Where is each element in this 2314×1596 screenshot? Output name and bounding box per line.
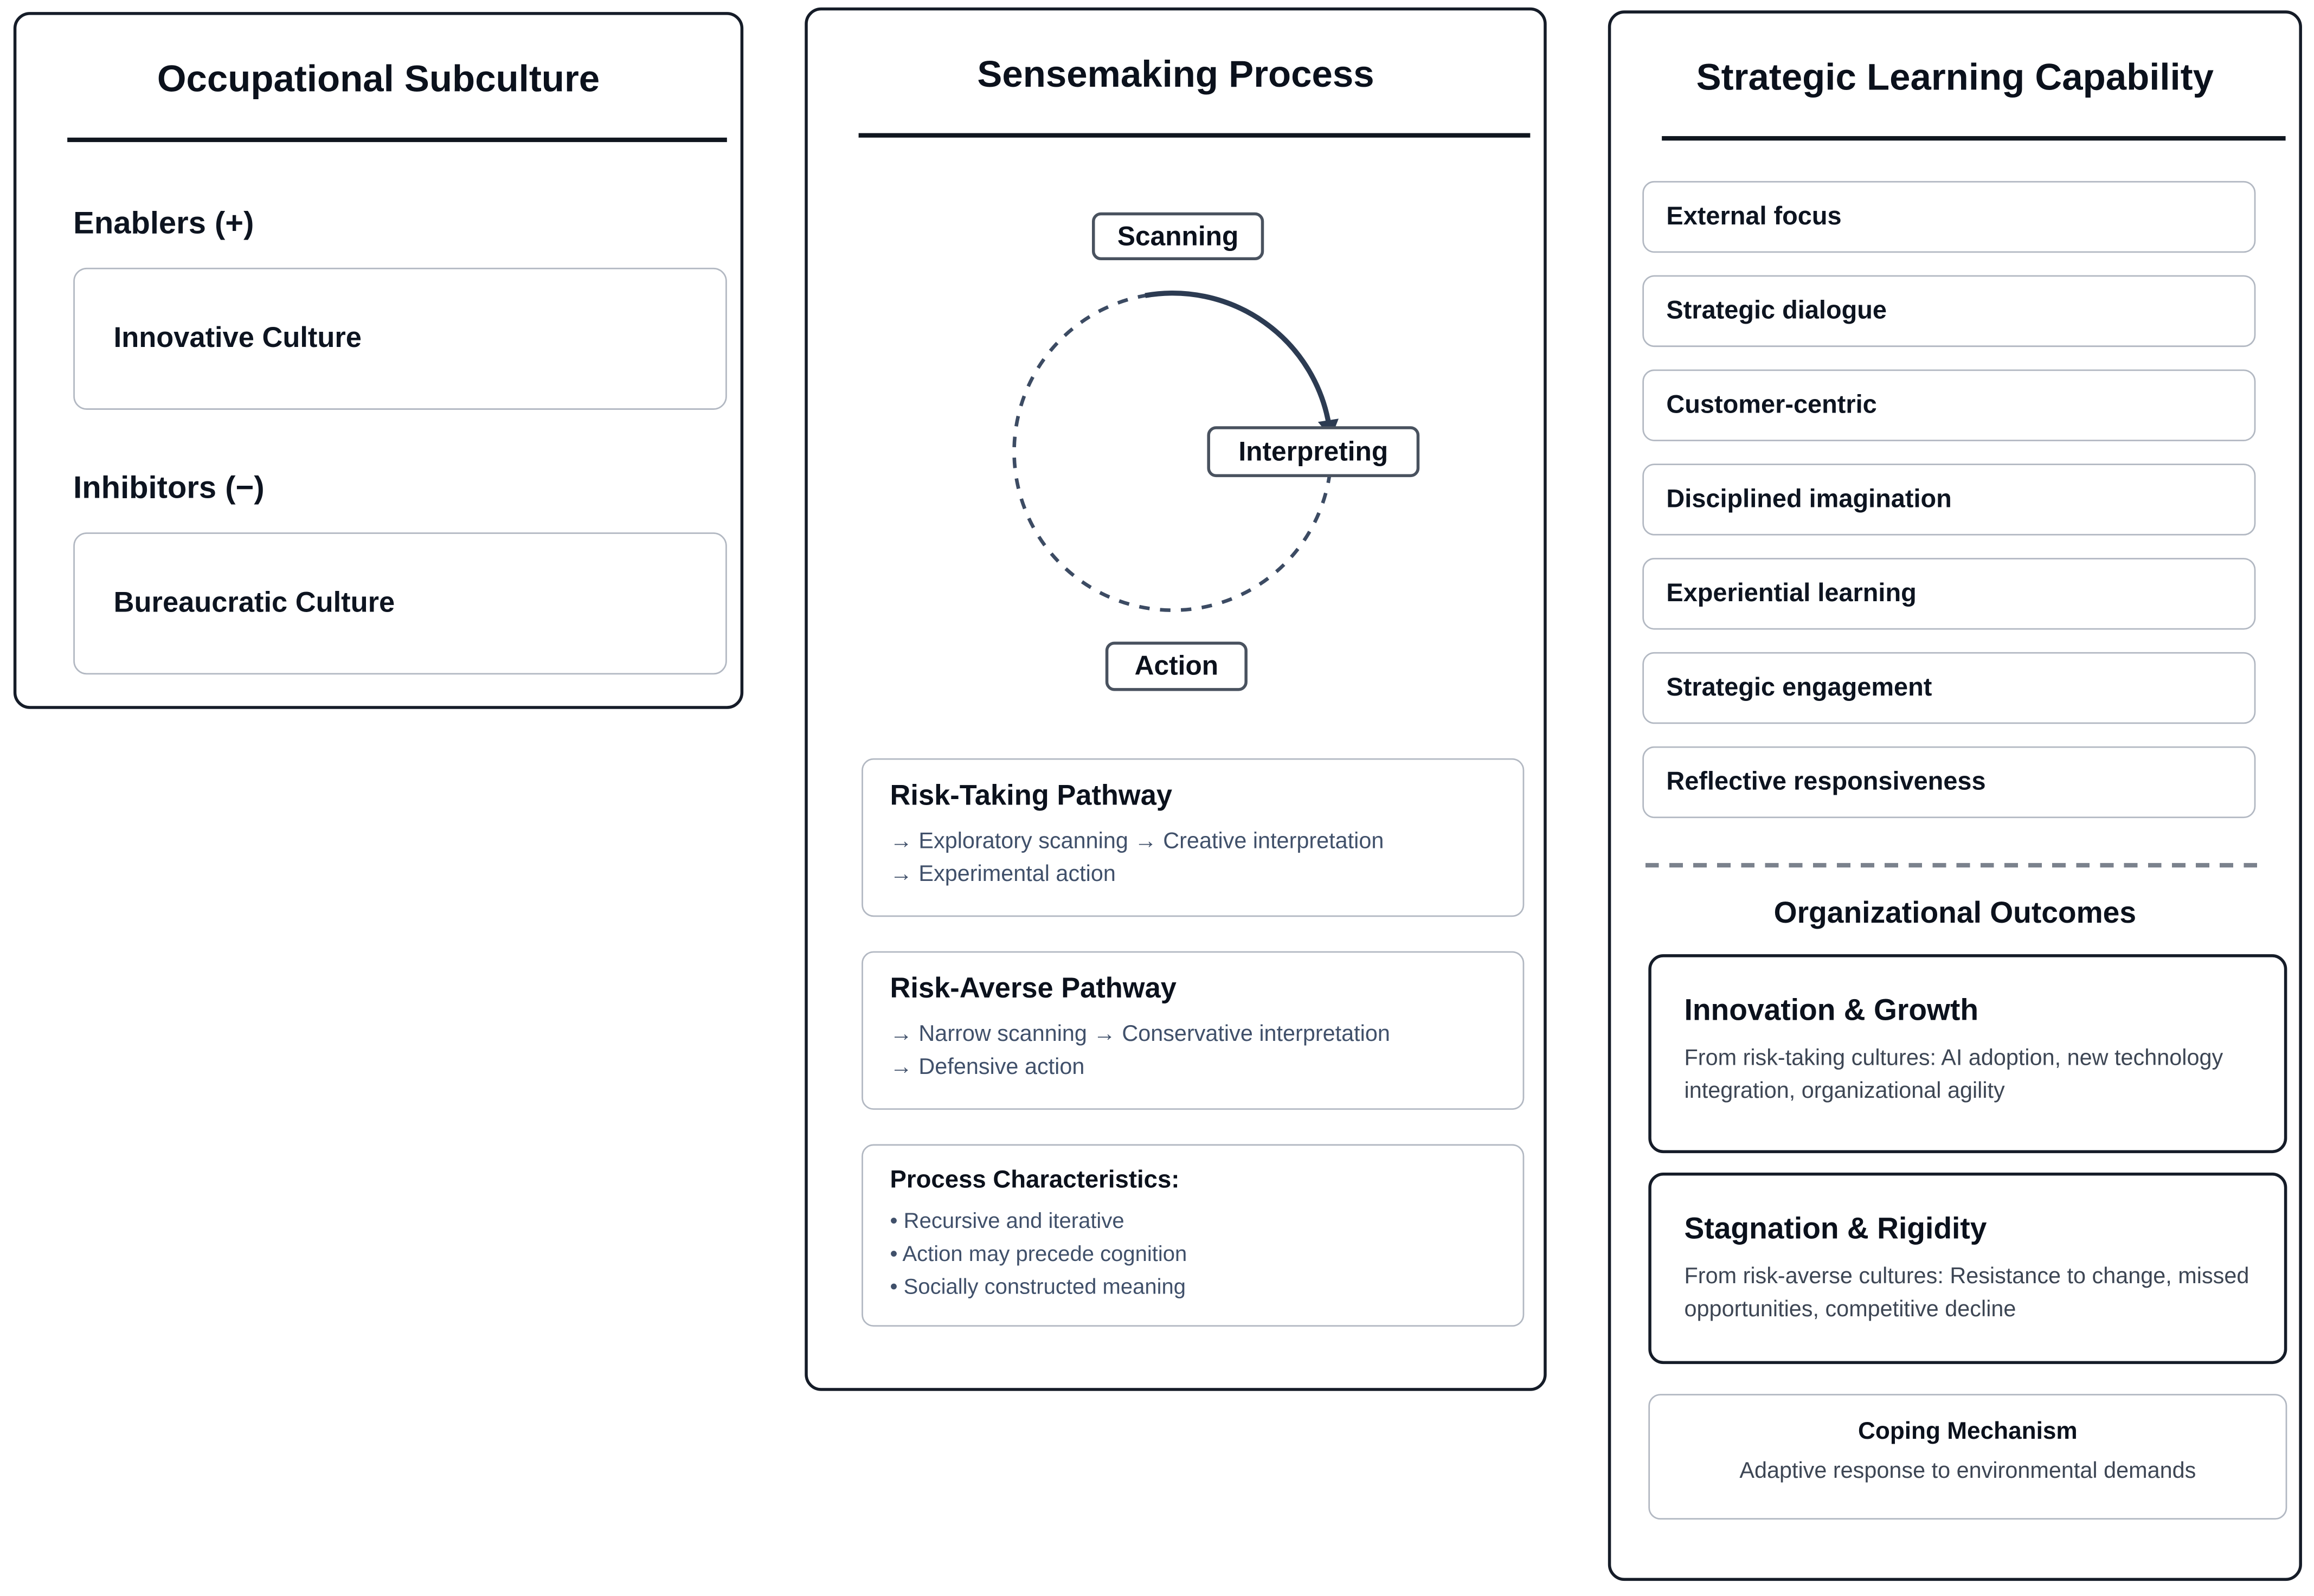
capability-box-reflective-responsiveness: Reflective responsiveness xyxy=(1642,746,2256,819)
pathways-section: Risk-Taking Pathway → Exploratory scanni… xyxy=(862,758,1525,1327)
risk-averse-pathway-line1: → Narrow scanning → Conservative interpr… xyxy=(890,1021,1390,1047)
scanning-node: Scanning xyxy=(1091,212,1264,261)
action-node-label: Action xyxy=(1134,651,1219,681)
panel-title-strategic-learning-capability: Strategic Learning Capability xyxy=(1696,56,2214,99)
organizational-outcomes-heading: Organizational Outcomes xyxy=(1773,897,2137,931)
title-underline xyxy=(1662,136,2286,141)
innovation-growth-box: Innovation & Growth From risk-taking cul… xyxy=(1648,954,2287,1154)
strategic-learning-capability-panel: Strategic Learning Capability External f… xyxy=(1608,10,2302,1581)
list-item: Socially constructed meaning xyxy=(890,1271,1496,1304)
capability-label: External focus xyxy=(1666,202,1842,230)
capability-box-experiential-learning: Experiential learning xyxy=(1642,558,2256,630)
capability-box-customer-centric: Customer-centric xyxy=(1642,369,2256,441)
risk-averse-pathway-line2: → Defensive action xyxy=(890,1054,1085,1080)
enablers-heading: Enablers (+) xyxy=(73,206,254,241)
coping-mechanism-heading: Coping Mechanism xyxy=(1857,1419,2078,1445)
coping-mechanism-body: Adaptive response to environmental deman… xyxy=(1739,1458,2196,1484)
title-underline xyxy=(67,137,727,143)
list-item: Action may precede cognition xyxy=(890,1238,1496,1271)
capability-label: Experiential learning xyxy=(1666,578,1917,608)
risk-taking-pathway-heading: Risk-Taking Pathway xyxy=(890,781,1173,813)
process-characteristics-box: Process Characteristics: Recursive and i… xyxy=(862,1144,1525,1327)
dashed-divider xyxy=(1645,863,2259,868)
list-item: Recursive and iterative xyxy=(890,1206,1496,1239)
sensemaking-process-panel: Sensemaking Process Scanning Interpretin… xyxy=(805,7,1547,1391)
outcomes-section: Innovation & Growth From risk-taking cul… xyxy=(1648,954,2287,1520)
capability-box-strategic-engagement: Strategic engagement xyxy=(1642,652,2256,724)
risk-averse-pathway-box: Risk-Averse Pathway → Narrow scanning → … xyxy=(862,951,1525,1110)
stagnation-rigidity-box: Stagnation & Rigidity From risk-averse c… xyxy=(1648,1172,2287,1365)
capability-label: Disciplined imagination xyxy=(1666,484,1952,513)
capability-label: Strategic dialogue xyxy=(1666,296,1887,325)
occupational-subculture-panel: Occupational Subculture Enablers (+) Inn… xyxy=(13,12,744,709)
sensemaking-cycle-diagram: Scanning Interpreting Action xyxy=(808,212,1550,706)
panel-title-sensemaking-process: Sensemaking Process xyxy=(977,54,1374,96)
capability-label: Strategic engagement xyxy=(1666,673,1932,702)
stagnation-rigidity-body: From risk-averse cultures: Resistance to… xyxy=(1684,1264,2249,1322)
scanning-node-label: Scanning xyxy=(1117,220,1239,251)
enabler-box: Innovative Culture xyxy=(73,267,727,410)
capability-box-strategic-dialogue: Strategic dialogue xyxy=(1642,275,2256,347)
capability-label: Reflective responsiveness xyxy=(1666,767,1986,796)
interpreting-node: Interpreting xyxy=(1207,426,1420,478)
risk-taking-pathway-line2: → Experimental action xyxy=(890,861,1116,887)
capability-label: Customer-centric xyxy=(1666,390,1877,419)
inhibitor-box: Bureaucratic Culture xyxy=(73,532,727,675)
stagnation-rigidity-heading: Stagnation & Rigidity xyxy=(1684,1213,1987,1246)
risk-averse-pathway-heading: Risk-Averse Pathway xyxy=(890,974,1177,1005)
innovation-growth-heading: Innovation & Growth xyxy=(1684,994,1979,1028)
interpreting-node-label: Interpreting xyxy=(1238,436,1389,466)
coping-mechanism-box: Coping Mechanism Adaptive response to en… xyxy=(1648,1394,2287,1520)
capabilities-list: External focus Strategic dialogue Custom… xyxy=(1642,181,2256,819)
risk-taking-pathway-box: Risk-Taking Pathway → Exploratory scanni… xyxy=(862,758,1525,917)
risk-taking-pathway-line1: → Exploratory scanning → Creative interp… xyxy=(890,828,1384,854)
action-node: Action xyxy=(1105,641,1248,691)
process-characteristics-heading: Process Characteristics: xyxy=(890,1166,1180,1194)
process-characteristics-list: Recursive and iterative Action may prece… xyxy=(890,1206,1496,1304)
panel-title-occupational-subculture: Occupational Subculture xyxy=(157,58,600,100)
capability-box-disciplined-imagination: Disciplined imagination xyxy=(1642,464,2256,536)
scanning-to-interpreting-arrow xyxy=(1145,291,1332,427)
inhibitors-heading: Inhibitors (−) xyxy=(73,471,265,506)
title-underline xyxy=(858,133,1531,138)
inhibitor-box-label: Bureaucratic Culture xyxy=(113,587,395,619)
enabler-box-label: Innovative Culture xyxy=(113,322,362,354)
innovation-growth-body: From risk-taking cultures: AI adoption, … xyxy=(1684,1045,2223,1104)
cycle-graphic xyxy=(1012,291,1339,612)
capability-box-external-focus: External focus xyxy=(1642,181,2256,253)
